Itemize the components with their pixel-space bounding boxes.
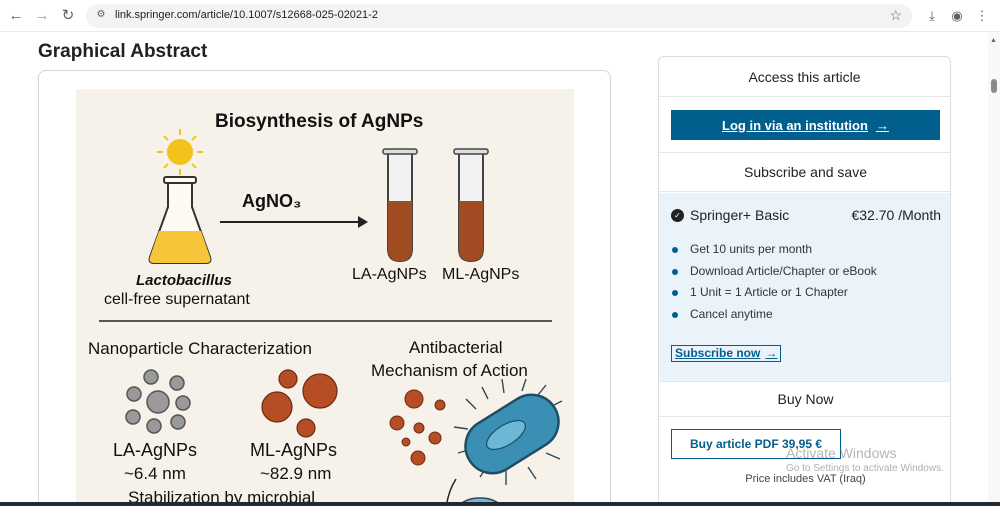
download-icon[interactable]: ⤓ xyxy=(929,8,935,23)
la-size-value: ~6.4 nm xyxy=(124,464,186,483)
mechanism-heading-line2: Mechanism of Action xyxy=(371,361,528,380)
buy-now-heading: Buy Now xyxy=(659,381,950,417)
back-arrow-icon[interactable]: ← xyxy=(8,7,24,24)
access-panel: Access this article Log in via an instit… xyxy=(658,56,951,506)
stabilization-text: Stabilization by microbial xyxy=(128,488,315,506)
vat-note: Price includes VAT (Iraq) xyxy=(745,473,866,485)
la-size-label: LA-AgNPs xyxy=(113,440,197,460)
bullet-icon xyxy=(672,312,678,318)
graphical-abstract-figure: Biosynthesis of AgNPs xyxy=(76,89,574,506)
bullet-icon xyxy=(672,290,678,296)
scroll-up-icon[interactable]: ▲ xyxy=(990,37,997,44)
address-bar[interactable]: ⚙ link.springer.com/article/10.1007/s126… xyxy=(86,4,912,28)
plan-name: Springer+ Basic xyxy=(690,207,790,223)
scrollbar-thumb[interactable] xyxy=(991,79,997,93)
page-content: Graphical Abstract Biosynthesis of AgNPs xyxy=(0,33,1000,506)
site-info-icon[interactable]: ⚙ xyxy=(96,9,106,20)
menu-kebab-icon[interactable]: ⋮ xyxy=(975,8,989,23)
source-label-line2: cell-free supernatant xyxy=(104,291,250,308)
characterization-heading: Nanoparticle Characterization xyxy=(88,339,312,358)
check-circle-icon: ✓ xyxy=(671,209,684,222)
access-heading: Access this article xyxy=(659,57,950,97)
plan-price: €32.70 /Month xyxy=(851,207,941,223)
plan-feature-text: Cancel anytime xyxy=(690,307,773,321)
mechanism-particles-icon xyxy=(389,389,446,466)
activate-windows-watermark: Activate Windows xyxy=(786,445,897,461)
bacterium-icon xyxy=(453,378,563,485)
browser-toolbar: ← → ↻ ⚙ link.springer.com/article/10.100… xyxy=(0,0,1000,32)
reload-icon[interactable]: ↻ xyxy=(61,7,75,24)
reaction-arrow xyxy=(220,216,368,228)
plan-row: ✓ Springer+ Basic €32.70 /Month xyxy=(671,207,941,227)
test-tube-ml-icon xyxy=(453,148,489,263)
subscribe-heading: Subscribe and save xyxy=(659,152,950,192)
page-scrollbar[interactable]: ▲ xyxy=(988,33,1000,506)
subscribe-now-button[interactable]: Subscribe now → xyxy=(671,345,782,362)
plan-feature-text: Download Article/Chapter or eBook xyxy=(690,264,877,278)
mechanism-stroke xyxy=(445,478,457,506)
institution-login-button[interactable]: Log in via an institution → xyxy=(671,110,940,140)
activate-windows-hint: Go to Settings to activate Windows. xyxy=(786,463,944,474)
figure-title: Biosynthesis of AgNPs xyxy=(215,111,423,132)
profile-icon[interactable]: ◉ xyxy=(951,8,963,23)
graphical-abstract-card: Biosynthesis of AgNPs xyxy=(38,70,611,506)
ml-particles-icon xyxy=(261,369,338,438)
mechanism-heading-line1: Antibacterial xyxy=(409,338,503,357)
sun-icon xyxy=(157,129,203,175)
flask-icon xyxy=(148,176,212,264)
source-label-line1: Lactobacillus xyxy=(136,272,232,289)
forward-arrow-icon[interactable]: → xyxy=(34,7,50,24)
url-text[interactable]: link.springer.com/article/10.1007/s12668… xyxy=(115,9,378,21)
la-particles-icon xyxy=(125,369,191,434)
ml-size-value: ~82.9 nm xyxy=(260,464,331,483)
ml-size-label: ML-AgNPs xyxy=(250,440,337,460)
institution-login-label[interactable]: Log in via an institution xyxy=(722,117,868,133)
bullet-icon xyxy=(672,247,678,253)
arrow-right-icon: → xyxy=(765,346,778,360)
taskbar-edge xyxy=(0,502,1000,506)
bookmark-star-icon[interactable]: ☆ xyxy=(889,7,902,23)
product-ml-label: ML-AgNPs xyxy=(442,266,519,283)
abstract-illustration: Biosynthesis of AgNPs xyxy=(88,111,563,506)
buy-pdf-button[interactable]: Buy article PDF 39,95 € xyxy=(671,429,841,459)
plan-feature-text: Get 10 units per month xyxy=(690,242,813,256)
subscription-plan: ✓ Springer+ Basic €32.70 /Month Get 10 u… xyxy=(659,193,950,381)
test-tube-la-icon xyxy=(382,148,418,263)
graphical-abstract-heading: Graphical Abstract xyxy=(38,41,208,62)
reagent-label: AgNO₃ xyxy=(242,191,301,211)
bullet-icon xyxy=(672,269,678,275)
subscribe-now-label[interactable]: Subscribe now xyxy=(675,346,761,360)
arrow-right-icon: → xyxy=(875,117,889,133)
product-la-label: LA-AgNPs xyxy=(352,266,427,283)
plan-feature-text: 1 Unit = 1 Article or 1 Chapter xyxy=(690,285,848,299)
